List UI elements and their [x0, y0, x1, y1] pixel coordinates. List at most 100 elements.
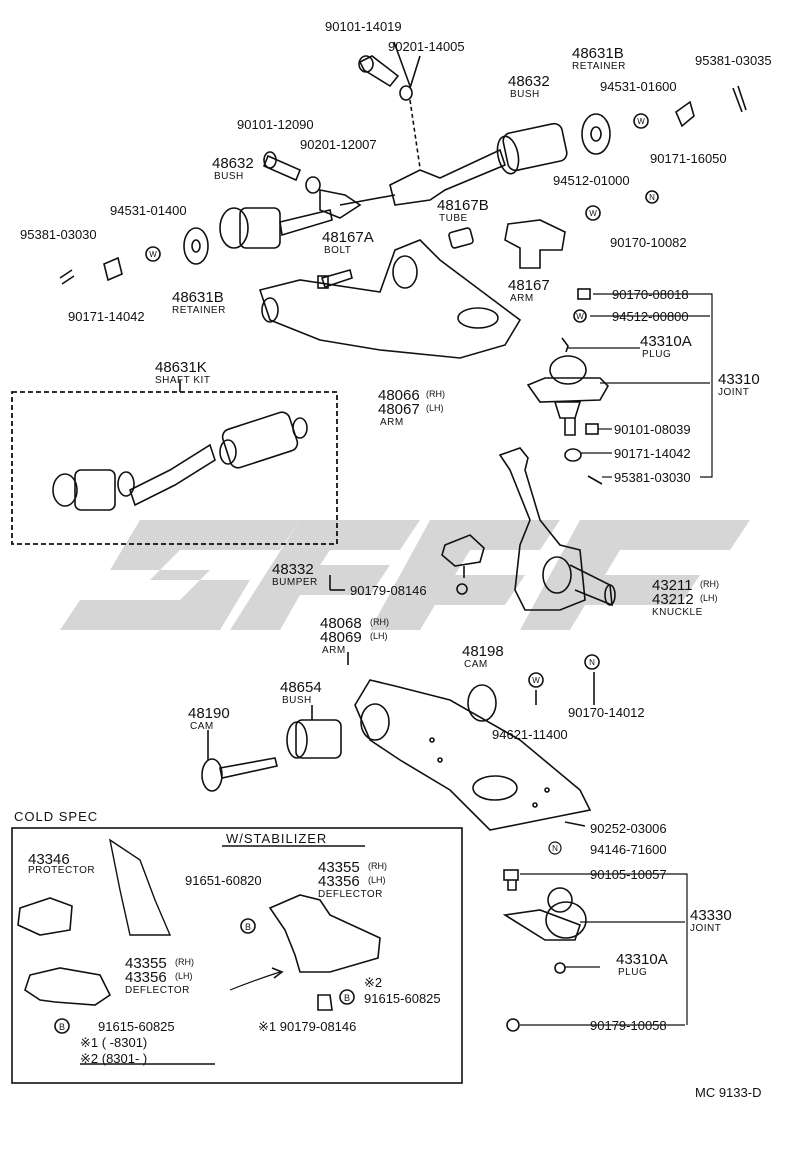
part-43355-right: 43355 [318, 859, 360, 876]
part-48631B-top: 48631B [572, 45, 624, 62]
diagram-code: MC 9133-D [695, 1085, 762, 1100]
part-48167: 48167 [508, 277, 550, 294]
cold-spec-title: COLD SPEC [14, 809, 99, 824]
label-bush-48654: BUSH [282, 695, 312, 706]
lower-arm-48068 [354, 679, 592, 831]
part-90179-10058: 90179-10058 [590, 1018, 667, 1033]
note-2: ※2 (8301- ) [80, 1051, 148, 1066]
part-43346: 43346 [28, 851, 70, 868]
washer-90201-14005 [399, 85, 413, 101]
cold-spec-box [11, 827, 463, 1084]
svg-text:N: N [649, 193, 655, 202]
part-43355-left: 43355 [125, 955, 167, 972]
part-90170-14012: 90170-14012 [568, 705, 645, 720]
part-48069: 48069 [320, 629, 362, 646]
label-arm-48167: ARM [510, 293, 534, 304]
part-90201-14005: 90201-14005 [388, 39, 465, 54]
label-deflector-right: DEFLECTOR [318, 889, 383, 900]
part-94512-01000: 94512-01000 [553, 173, 630, 188]
label-bush-mid: BUSH [214, 171, 244, 182]
label-cam-48198: CAM [464, 659, 488, 670]
part-90179-08146-note: ※1 90179-08146 [258, 1019, 357, 1034]
part-90105-10057: 90105-10057 [590, 867, 667, 882]
part-90170-08018: 90170-08018 [612, 287, 689, 302]
part-48632-mid: 48632 [212, 155, 254, 172]
part-43356-left: 43356 [125, 969, 167, 986]
part-48066: 48066 [378, 387, 420, 404]
svg-text:W: W [532, 676, 540, 685]
part-48167B: 48167B [437, 197, 489, 214]
part-43310A-bot: 43310A [616, 951, 668, 968]
label-arm-48066: ARM [380, 417, 404, 428]
label-43211-rh: (RH) [700, 579, 719, 589]
part-43356-right: 43356 [318, 873, 360, 890]
part-48332: 48332 [272, 561, 314, 578]
ball-joint-43330 [502, 821, 587, 1032]
deflector-left [24, 967, 112, 1006]
part-90171-14042-right: 90171-14042 [614, 446, 691, 461]
deflector-right [268, 894, 381, 973]
label-joint-43330: JOINT [690, 923, 722, 934]
part-94621-11400: 94621-11400 [492, 727, 568, 742]
bumper-48332 [441, 534, 485, 567]
part-43310A-top: 43310A [640, 333, 692, 350]
stabilizer-title: W/STABILIZER [226, 831, 328, 846]
label-bumper: BUMPER [272, 577, 318, 588]
label-48069-lh: (LH) [370, 631, 388, 641]
svg-text:N: N [552, 844, 558, 853]
label-48068-rh: (RH) [370, 617, 389, 627]
part-94512-00800: 94512-00800 [612, 309, 689, 324]
label-shaft-kit: SHAFT KIT [155, 375, 211, 386]
shaft-kit-box [11, 391, 338, 545]
label-deflector-left: DEFLECTOR [125, 985, 190, 996]
svg-text:W: W [149, 250, 157, 259]
bolt-90101-14019 [358, 55, 400, 88]
part-90171-14042-left: 90171-14042 [68, 309, 145, 324]
label-bush-top: BUSH [510, 89, 540, 100]
label-43355-right-rh: (RH) [368, 861, 387, 871]
upper-shaft [389, 113, 611, 206]
part-90201-12007: 90201-12007 [300, 137, 377, 152]
part-43211: 43211 [652, 577, 693, 594]
bush-48632-left [219, 207, 333, 249]
ball-joint-43310 [526, 288, 609, 485]
label-joint-43310: JOINT [718, 387, 750, 398]
svg-text:W: W [576, 312, 584, 321]
part-90171-16050: 90171-16050 [650, 151, 727, 166]
svg-text:W: W [589, 209, 597, 218]
mark-2: ※2 [364, 975, 383, 990]
label-48066-rh: (RH) [426, 389, 445, 399]
label-tube: TUBE [439, 213, 468, 224]
label-43212-lh: (LH) [700, 593, 718, 603]
part-94146-71600: 94146-71600 [590, 842, 667, 857]
label-plug-bot: PLUG [618, 967, 648, 978]
part-48631B-left: 48631B [172, 289, 224, 306]
part-91615-60825-right: 91615-60825 [364, 991, 441, 1006]
upper-arm-48066 [258, 239, 522, 359]
part-91651-60820: 91651-60820 [185, 873, 262, 888]
svg-text:B: B [344, 993, 350, 1003]
part-95381-03035: 95381-03035 [695, 53, 772, 68]
part-48654: 48654 [280, 679, 322, 696]
label-bolt: BOLT [324, 245, 352, 256]
part-48068: 48068 [320, 615, 362, 632]
label-cam-48190: CAM [190, 721, 214, 732]
label-protector: PROTECTOR [28, 865, 96, 876]
part-90101-08039: 90101-08039 [614, 422, 691, 437]
protector-43346 [17, 897, 73, 936]
svg-text:N: N [589, 658, 595, 667]
label-arm-48068: ARM [322, 645, 346, 656]
part-94531-01400: 94531-01400 [110, 203, 187, 218]
retainer-48631B [581, 113, 611, 155]
part-48632-top: 48632 [508, 73, 550, 90]
label-43356-right-lh: (LH) [368, 875, 386, 885]
part-90101-12090: 90101-12090 [237, 117, 314, 132]
part-48631K: 48631K [155, 359, 207, 376]
label-43356-left-lh: (LH) [175, 971, 193, 981]
label-plug-top: PLUG [642, 349, 672, 360]
part-90101-14019: 90101-14019 [325, 19, 402, 34]
label-knuckle: KNUCKLE [652, 607, 703, 618]
label-retainer-top: RETAINER [572, 61, 626, 72]
label-retainer-left: RETAINER [172, 305, 226, 316]
